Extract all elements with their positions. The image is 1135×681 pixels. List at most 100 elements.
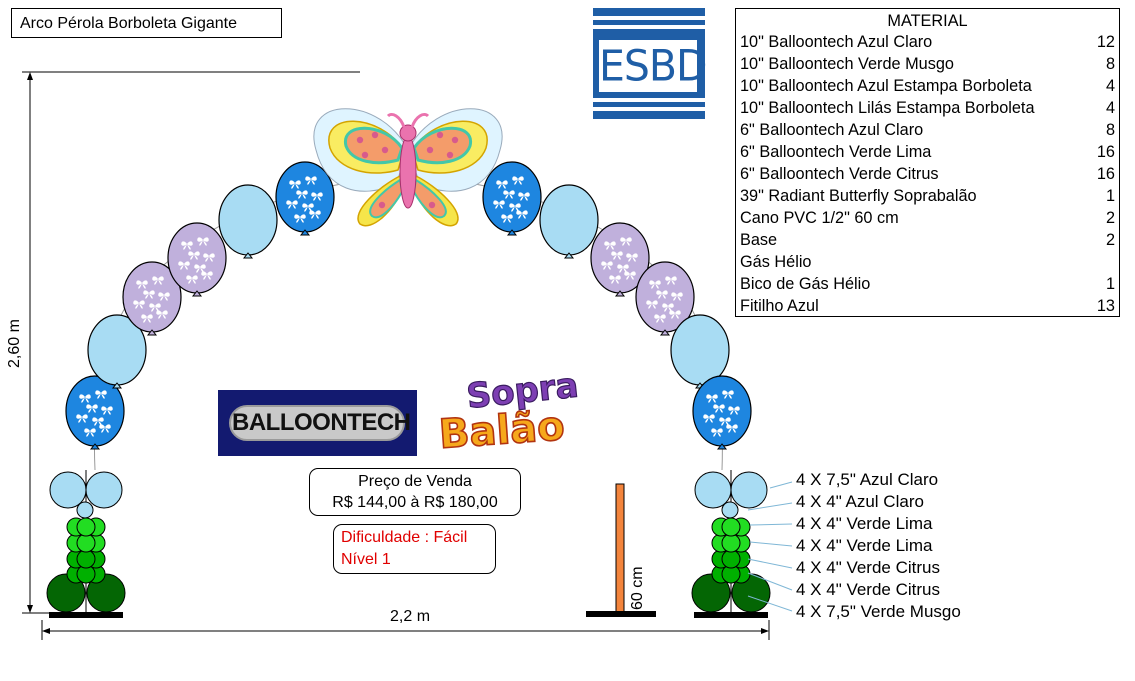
material-item-qty: 16 [1096, 143, 1115, 161]
material-item: Base 2 [740, 229, 1115, 251]
pointer-line [749, 541, 793, 547]
soprabalao-logo: Sopra Balão [437, 365, 581, 459]
lilac-butterfly-balloon [122, 261, 182, 336]
light-blue-balloon [218, 184, 278, 259]
balloon-column [691, 470, 771, 618]
difficulty-box: Dificuldade : Fácil Nível 1 [333, 524, 496, 574]
column-size-label: 4 X 7,5" Verde Musgo [796, 602, 961, 621]
title-box: Arco Pérola Borboleta Gigante [11, 8, 282, 38]
pointer-line [747, 502, 793, 511]
material-item-name: 10" Balloontech Azul Claro [740, 33, 933, 51]
material-item: Cano PVC 1/2" 60 cm 2 [740, 207, 1115, 229]
material-item: 10" Balloontech Verde Musgo 8 [740, 53, 1115, 75]
material-item-name: Base [740, 231, 778, 249]
material-item: 10" Balloontech Azul Estampa Borboleta 4 [740, 75, 1115, 97]
balloon-columns [46, 470, 771, 618]
balloontech-wordmark: BALLOONTECH [232, 409, 411, 436]
material-item: Fitilho Azul 13 [740, 295, 1115, 317]
pointer-line [749, 523, 793, 526]
blue-butterfly-balloon [482, 161, 542, 236]
butterfly-balloon [313, 108, 503, 227]
material-item-name: Cano PVC 1/2" 60 cm [740, 209, 899, 227]
level-text: Nível 1 [341, 551, 391, 568]
material-item-qty: 4 [1105, 77, 1115, 95]
esbd-stripe [593, 16, 705, 20]
esbd-stripe [593, 107, 705, 111]
price-box: Preço de Venda R$ 144,00 à R$ 180,00 [309, 468, 521, 516]
balloontech-logo: BALLOONTECH [218, 390, 417, 456]
material-item-name: 10" Balloontech Verde Musgo [740, 55, 954, 73]
material-item-qty: 2 [1105, 231, 1115, 249]
material-item: 6" Balloontech Azul Claro 8 [740, 119, 1115, 141]
column-size-label: 4 X 4" Verde Citrus [796, 580, 940, 599]
width-label: 2,2 m [390, 608, 430, 625]
width-dimension [41, 620, 770, 640]
pipe-length-label: 60 cm [629, 566, 646, 610]
material-item-qty: 2 [1105, 209, 1115, 227]
light-blue-balloon [87, 314, 147, 389]
column-size-label: 4 X 7,5" Azul Claro [796, 470, 939, 489]
material-item-qty: 1 [1105, 187, 1115, 205]
material-item-qty: 8 [1105, 121, 1115, 139]
balloon-column [46, 470, 126, 618]
difficulty-text: Dificuldade : Fácil [341, 529, 468, 546]
esbd-wordmark: ESBD [599, 40, 708, 92]
esbd-stripe [593, 98, 705, 102]
svg-text:Balão: Balão [437, 403, 566, 458]
label-pointers [747, 481, 793, 612]
material-item-qty: 12 [1096, 33, 1115, 51]
material-item: Gás Hélio [740, 251, 1115, 273]
material-item-qty: 1 [1105, 275, 1115, 293]
price-label: Preço de Venda [358, 473, 472, 490]
material-item-name: Gás Hélio [740, 253, 812, 271]
material-item-name: 39" Radiant Butterfly Soprabalão [740, 187, 977, 205]
balao-word: Balão [437, 403, 566, 458]
material-item-qty: 16 [1096, 165, 1115, 183]
material-item-qty: 13 [1096, 297, 1115, 315]
pointer-line [747, 558, 793, 569]
material-item: 10" Balloontech Azul Claro 12 [740, 31, 1115, 53]
balloontech-pill [229, 405, 405, 441]
price-value: R$ 144,00 à R$ 180,00 [332, 494, 498, 511]
esbd-logo: ESBD [593, 8, 708, 119]
material-item-name: 6" Balloontech Azul Claro [740, 121, 924, 139]
material-item-name: 10" Balloontech Azul Estampa Borboleta [740, 77, 1032, 95]
material-item: 10" Balloontech Lilás Estampa Borboleta 4 [740, 97, 1115, 119]
pointer-line [769, 481, 793, 489]
column-size-label: 4 X 4" Verde Lima [796, 514, 933, 533]
material-item-qty: 8 [1105, 55, 1115, 73]
lilac-butterfly-balloon [590, 222, 650, 297]
blue-butterfly-balloon [65, 375, 125, 450]
arch-balloons [65, 161, 752, 450]
material-item: 39" Radiant Butterfly Soprabalão 1 [740, 185, 1115, 207]
pointer-line [747, 572, 793, 591]
height-dimension [22, 71, 360, 614]
material-item-name: 10" Balloontech Lilás Estampa Borboleta [740, 99, 1035, 117]
material-item-name: Fitilho Azul [740, 297, 819, 315]
pointer-line [747, 595, 793, 612]
material-item-qty: 4 [1105, 99, 1115, 117]
column-size-label: 4 X 4" Verde Citrus [796, 558, 940, 577]
material-item-name: 6" Balloontech Verde Citrus [740, 165, 939, 183]
material-item: 6" Balloontech Verde Lima 16 [740, 141, 1115, 163]
material-item: 6" Balloontech Verde Citrus 16 [740, 163, 1115, 185]
blue-butterfly-balloon [692, 375, 752, 450]
page-title: Arco Pérola Borboleta Gigante [20, 15, 238, 32]
material-item-name: Bico de Gás Hélio [740, 275, 871, 293]
lilac-butterfly-balloon [167, 222, 227, 297]
blue-butterfly-balloon [275, 161, 335, 236]
material-header: MATERIAL [887, 12, 968, 30]
pvc-pipe [586, 483, 656, 617]
material-item-name: 6" Balloontech Verde Lima [740, 143, 932, 161]
light-blue-balloon [539, 184, 599, 259]
column-size-label: 4 X 4" Verde Lima [796, 536, 933, 555]
esbd-plate [599, 40, 697, 92]
height-label: 2,60 m [6, 319, 23, 368]
material-item: Bico de Gás Hélio 1 [740, 273, 1115, 295]
esbd-stripe [593, 25, 705, 29]
column-size-label: 4 X 4" Azul Claro [796, 492, 924, 511]
lilac-butterfly-balloon [635, 261, 695, 336]
